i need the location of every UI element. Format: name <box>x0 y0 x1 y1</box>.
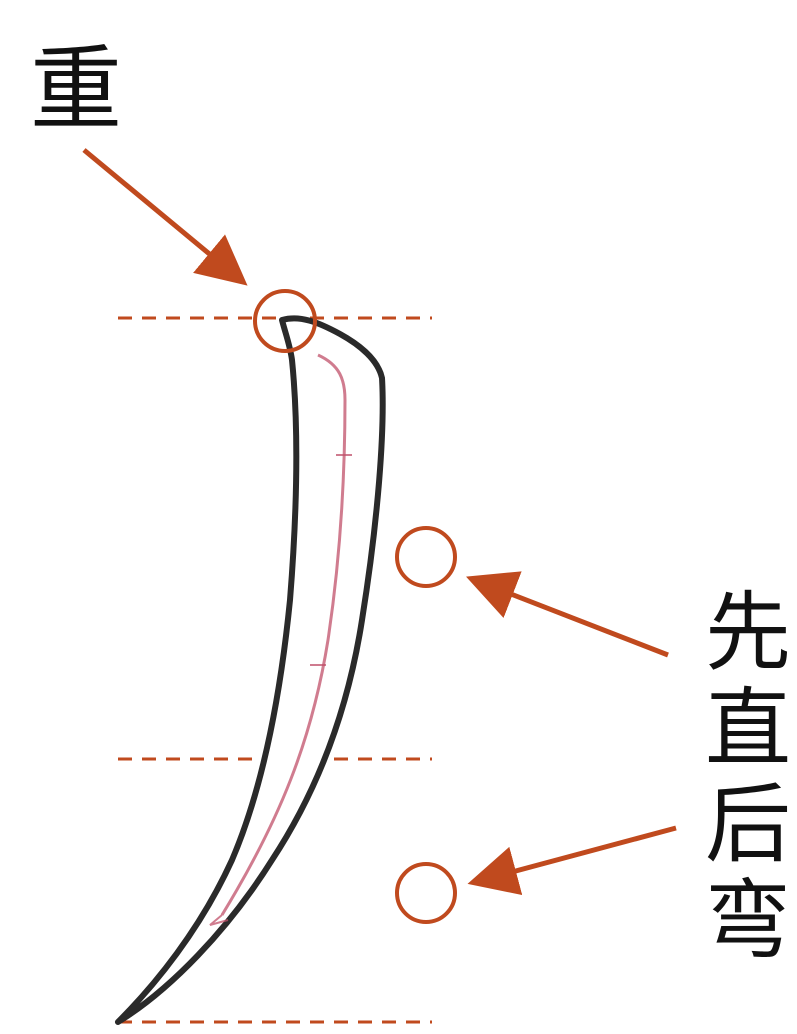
label-side-char-3: 后 <box>705 775 791 875</box>
label-side-char-2: 直 <box>705 679 791 779</box>
marker-circle-top <box>253 289 317 353</box>
arrow-top <box>82 148 248 286</box>
marker-circle-bottom <box>395 862 457 924</box>
pie-stroke-outline <box>115 315 386 1025</box>
centerline-end-hook <box>209 914 229 926</box>
label-side-char-1: 先 <box>705 583 791 683</box>
arrow-bottom <box>467 825 677 896</box>
pie-stroke-centerline <box>220 353 347 916</box>
label-heavy-start: 重 <box>30 36 123 143</box>
label-straight-then-curve: 先 直 后 弯 <box>700 590 796 974</box>
label-side-char-4: 弯 <box>705 871 791 971</box>
arrow-middle <box>466 571 669 658</box>
marker-circle-middle <box>395 526 457 588</box>
